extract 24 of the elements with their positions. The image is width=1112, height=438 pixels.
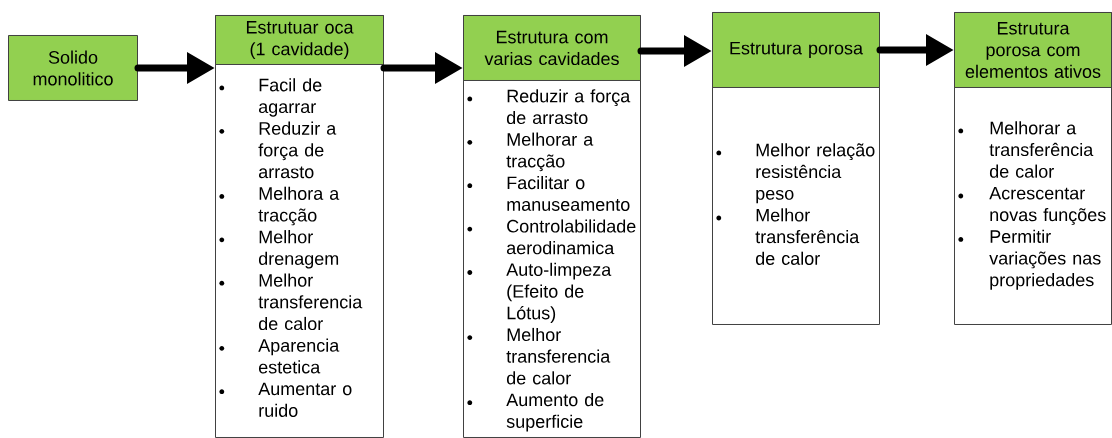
- bullet-item: Melhor transferencia de calor: [219, 273, 363, 331]
- bullet-item: Acrescentar novas funções: [958, 186, 1106, 225]
- bullet-item: Facilitar o manuseamento: [467, 176, 630, 211]
- bullet-item: Permitir variações nas propriedades: [958, 229, 1101, 290]
- header-box: Estrutura com varias cavidades: [463, 15, 641, 81]
- bullet-item: Aumento de superficie: [467, 393, 604, 432]
- bullet-item: Melhora a tracção: [219, 186, 340, 226]
- bullet-item: Melhor transferencia de calor: [467, 327, 611, 385]
- bullet-item: Reduzir a força de arrasto: [467, 89, 631, 125]
- bullet-item: Auto-limpeza (Efeito de Lótus): [467, 262, 612, 323]
- header-box: Estrutura porosa: [712, 12, 880, 88]
- header-box: Estrutura porosa com elementos ativos: [954, 12, 1112, 88]
- header-box: Estrutuar oca (1 cavidade): [215, 15, 384, 65]
- bullet-item: Reduzir a força de arrasto: [219, 121, 337, 179]
- bullet-item: Melhor transferência de calor: [716, 208, 860, 265]
- bullet-item: Facil de agarrar: [219, 78, 322, 117]
- bullet-item: Melhorar a transferência de calor: [958, 121, 1094, 178]
- bullet-item: Aumentar o ruido: [219, 382, 352, 417]
- bullet-item: Melhor relação resistência peso: [716, 143, 875, 204]
- bullet-item: Aparencia estetica: [219, 338, 340, 374]
- process-box: Solido monolitico: [8, 35, 138, 101]
- bullet-item: Melhorar a tracção: [467, 132, 594, 172]
- bullet-item: Melhor drenagem: [219, 230, 339, 269]
- bullet-item: Controlabilidade aerodinamica: [467, 219, 636, 255]
